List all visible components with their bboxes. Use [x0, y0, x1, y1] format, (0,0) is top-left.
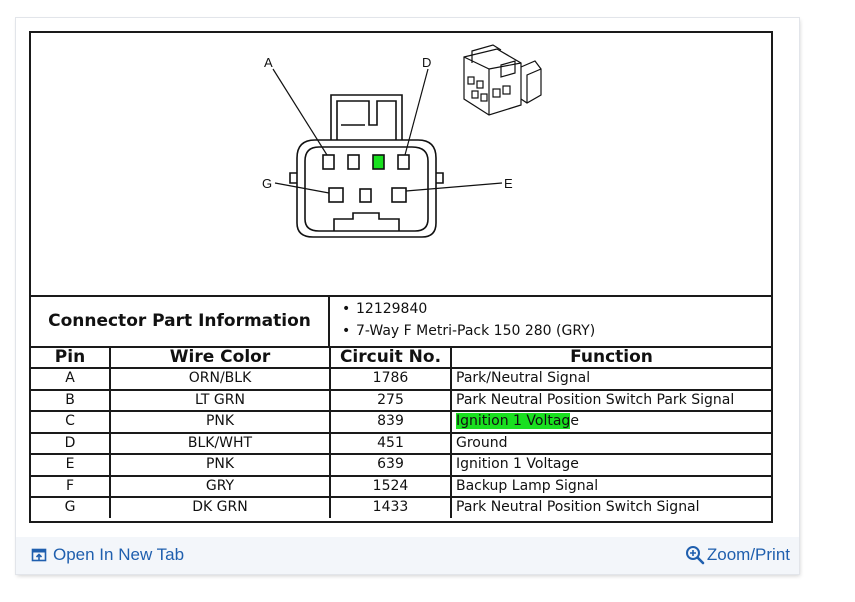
wire-color-cell: GRY [109, 474, 331, 498]
table-header-row: Pin Wire Color Circuit No. Function [31, 346, 771, 369]
circuit-cell: 639 [329, 453, 452, 477]
pin-c-highlight: C [65, 413, 75, 430]
header-wire-color: Wire Color [109, 346, 331, 369]
function-cell: Park Neutral Position Switch Signal [450, 496, 771, 518]
connector-diagram: A D G E [31, 33, 771, 297]
pin-cell: C [31, 410, 111, 434]
circuit-cell: 1786 [329, 367, 452, 391]
open-new-tab-icon [31, 548, 47, 562]
open-in-new-tab-link[interactable]: Open In New Tab [31, 545, 184, 565]
function-highlight: Ignition 1 Voltag [456, 413, 571, 430]
zoom-print-link[interactable]: Zoom/Print [685, 545, 790, 565]
pin-cell: E [31, 453, 111, 477]
connector-perspective-icon [463, 44, 542, 116]
image-footer-bar: Open In New Tab Zoom/Print [16, 537, 799, 574]
wire-color-cell: PNK [109, 410, 331, 434]
connector-part-info-list: 12129840 7-Way F Metri-Pack 150 280 (GRY… [330, 295, 771, 349]
zoom-print-label: Zoom/Print [706, 545, 790, 564]
zoom-icon [685, 546, 705, 565]
table-row: A ORN/BLK 1786 Park/Neutral Signal [31, 367, 771, 391]
function-cell: Ignition 1 Voltage [450, 453, 771, 477]
pin-cell: B [31, 388, 111, 412]
function-cell: Park Neutral Position Switch Park Signal [450, 388, 771, 412]
table-row: B LT GRN 275 Park Neutral Position Switc… [31, 388, 771, 412]
circuit-cell: 1433 [329, 496, 452, 518]
connector-document: A D G E Connect [29, 31, 773, 523]
circuit-cell: 1524 [329, 474, 452, 498]
pin-cell: F [31, 474, 111, 498]
pin-g-cavity [328, 187, 344, 203]
wire-color-cell: PNK [109, 453, 331, 477]
wire-color-cell: LT GRN [109, 388, 331, 412]
pin-e-cavity [391, 187, 407, 203]
pin-label-d: D [422, 55, 431, 70]
header-circuit-no: Circuit No. [329, 346, 452, 369]
function-cell: Park/Neutral Signal [450, 367, 771, 391]
function-cell: Ground [450, 431, 771, 455]
pin-label-a: A [264, 55, 273, 70]
pin-cell: A [31, 367, 111, 391]
table-row: D BLK/WHT 451 Ground [31, 431, 771, 455]
pin-label-g: G [262, 176, 272, 191]
connector-type: 7-Way F Metri-Pack 150 280 (GRY) [330, 320, 771, 342]
pinout-table: Pin Wire Color Circuit No. Function A OR… [31, 346, 771, 518]
circuit-cell: 275 [329, 388, 452, 412]
connector-face-drawing: A D G E [262, 44, 542, 238]
pin-f-cavity [359, 188, 372, 203]
pin-cell: D [31, 431, 111, 455]
connector-part-info-label: Connector Part Information [31, 295, 330, 346]
table-row: F GRY 1524 Backup Lamp Signal [31, 474, 771, 498]
header-pin: Pin [31, 346, 111, 369]
wire-color-cell: DK GRN [109, 496, 331, 518]
connector-part-info: Connector Part Information 12129840 7-Wa… [31, 295, 771, 348]
pin-label-e: E [504, 176, 513, 191]
header-function: Function [450, 346, 771, 369]
open-in-new-tab-label: Open In New Tab [53, 545, 185, 564]
function-rest: e [570, 413, 579, 430]
pin-cell: G [31, 496, 111, 518]
table-row-highlighted: C PNK 839 Ignition 1 Voltage [31, 410, 771, 434]
pin-a-cavity [322, 154, 335, 170]
pin-b-cavity [347, 154, 360, 170]
wire-color-cell: BLK/WHT [109, 431, 331, 455]
circuit-cell: 839 [329, 410, 452, 434]
table-row: G DK GRN 1433 Park Neutral Position Swit… [31, 496, 771, 518]
pin-d-cavity [397, 154, 410, 170]
part-number: 12129840 [330, 298, 771, 320]
table-row: E PNK 639 Ignition 1 Voltage [31, 453, 771, 477]
function-cell: Ignition 1 Voltage [450, 410, 771, 434]
circuit-cell: 451 [329, 431, 452, 455]
pin-c-cavity [372, 154, 385, 170]
function-cell: Backup Lamp Signal [450, 474, 771, 498]
wire-color-cell: ORN/BLK [109, 367, 331, 391]
